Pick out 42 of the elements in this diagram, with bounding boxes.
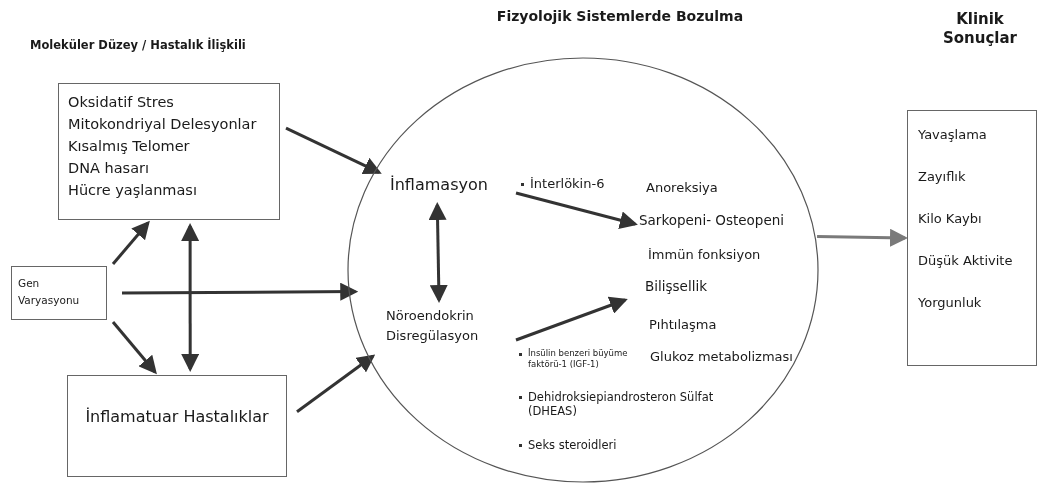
arrow [428, 202, 448, 303]
node-text: Yavaşlama [918, 126, 987, 144]
node-text: Yorgunluk [918, 294, 982, 312]
node-text: Düşük Aktivite [918, 252, 1013, 270]
node-text: Oksidatif Stres [68, 93, 174, 112]
node-text: Mitokondriyal Delesyonlar [68, 115, 257, 134]
label-text: Dehidroksiepiandrosteron Sülfat (DHEAS) [528, 390, 715, 419]
node-text: Nöroendokrin Disregülasyon [386, 307, 480, 345]
arrow [515, 296, 628, 342]
label-text: Glukoz metabolizması [650, 349, 794, 366]
label-text: Klinik Sonuçlar [942, 10, 1018, 48]
node-text: DNA hasarı [68, 159, 150, 178]
node-text: Sarkopeni- Osteopeni [639, 211, 786, 230]
arrow [111, 321, 157, 375]
arrow [111, 220, 150, 265]
label-text: Anoreksiya [646, 180, 719, 197]
label-text: Pıhtılaşma [649, 317, 718, 334]
label-text: İnterlökin-6 [530, 176, 606, 193]
arrow [285, 126, 382, 175]
node-text: Bilişsellik [645, 277, 708, 296]
text-box [67, 375, 287, 477]
label-text: Moleküler Düzey / Hastalık İlişkili [30, 38, 247, 53]
text-box [907, 110, 1037, 366]
text-box [58, 83, 280, 220]
label-text: İmmün fonksiyon [648, 247, 762, 264]
node-text: Zayıflık [918, 168, 966, 186]
arrow [817, 228, 908, 247]
label-text: İnsülin benzeri büyüme faktörü-1 (IGF-1) [528, 348, 629, 370]
node-text: Hücre yaşlanması [68, 181, 197, 200]
label-text: Fizyolojik Sistemlerde Bozulma [495, 8, 745, 26]
arrow [181, 223, 200, 372]
node-text: Gen Varyasyonu [18, 276, 81, 308]
arrow [515, 191, 638, 229]
node-text: Kilo Kaybı [918, 210, 982, 228]
ellipse-outline [348, 58, 818, 482]
text-box [11, 266, 107, 320]
node-text: İnflamasyon [390, 175, 489, 195]
label-text: Seks steroidleri [528, 438, 618, 453]
arrow [296, 354, 376, 413]
node-text: İnflamatuar Hastalıklar [85, 406, 269, 428]
arrow [122, 282, 359, 301]
node-text: Kısalmış Telomer [68, 137, 190, 156]
